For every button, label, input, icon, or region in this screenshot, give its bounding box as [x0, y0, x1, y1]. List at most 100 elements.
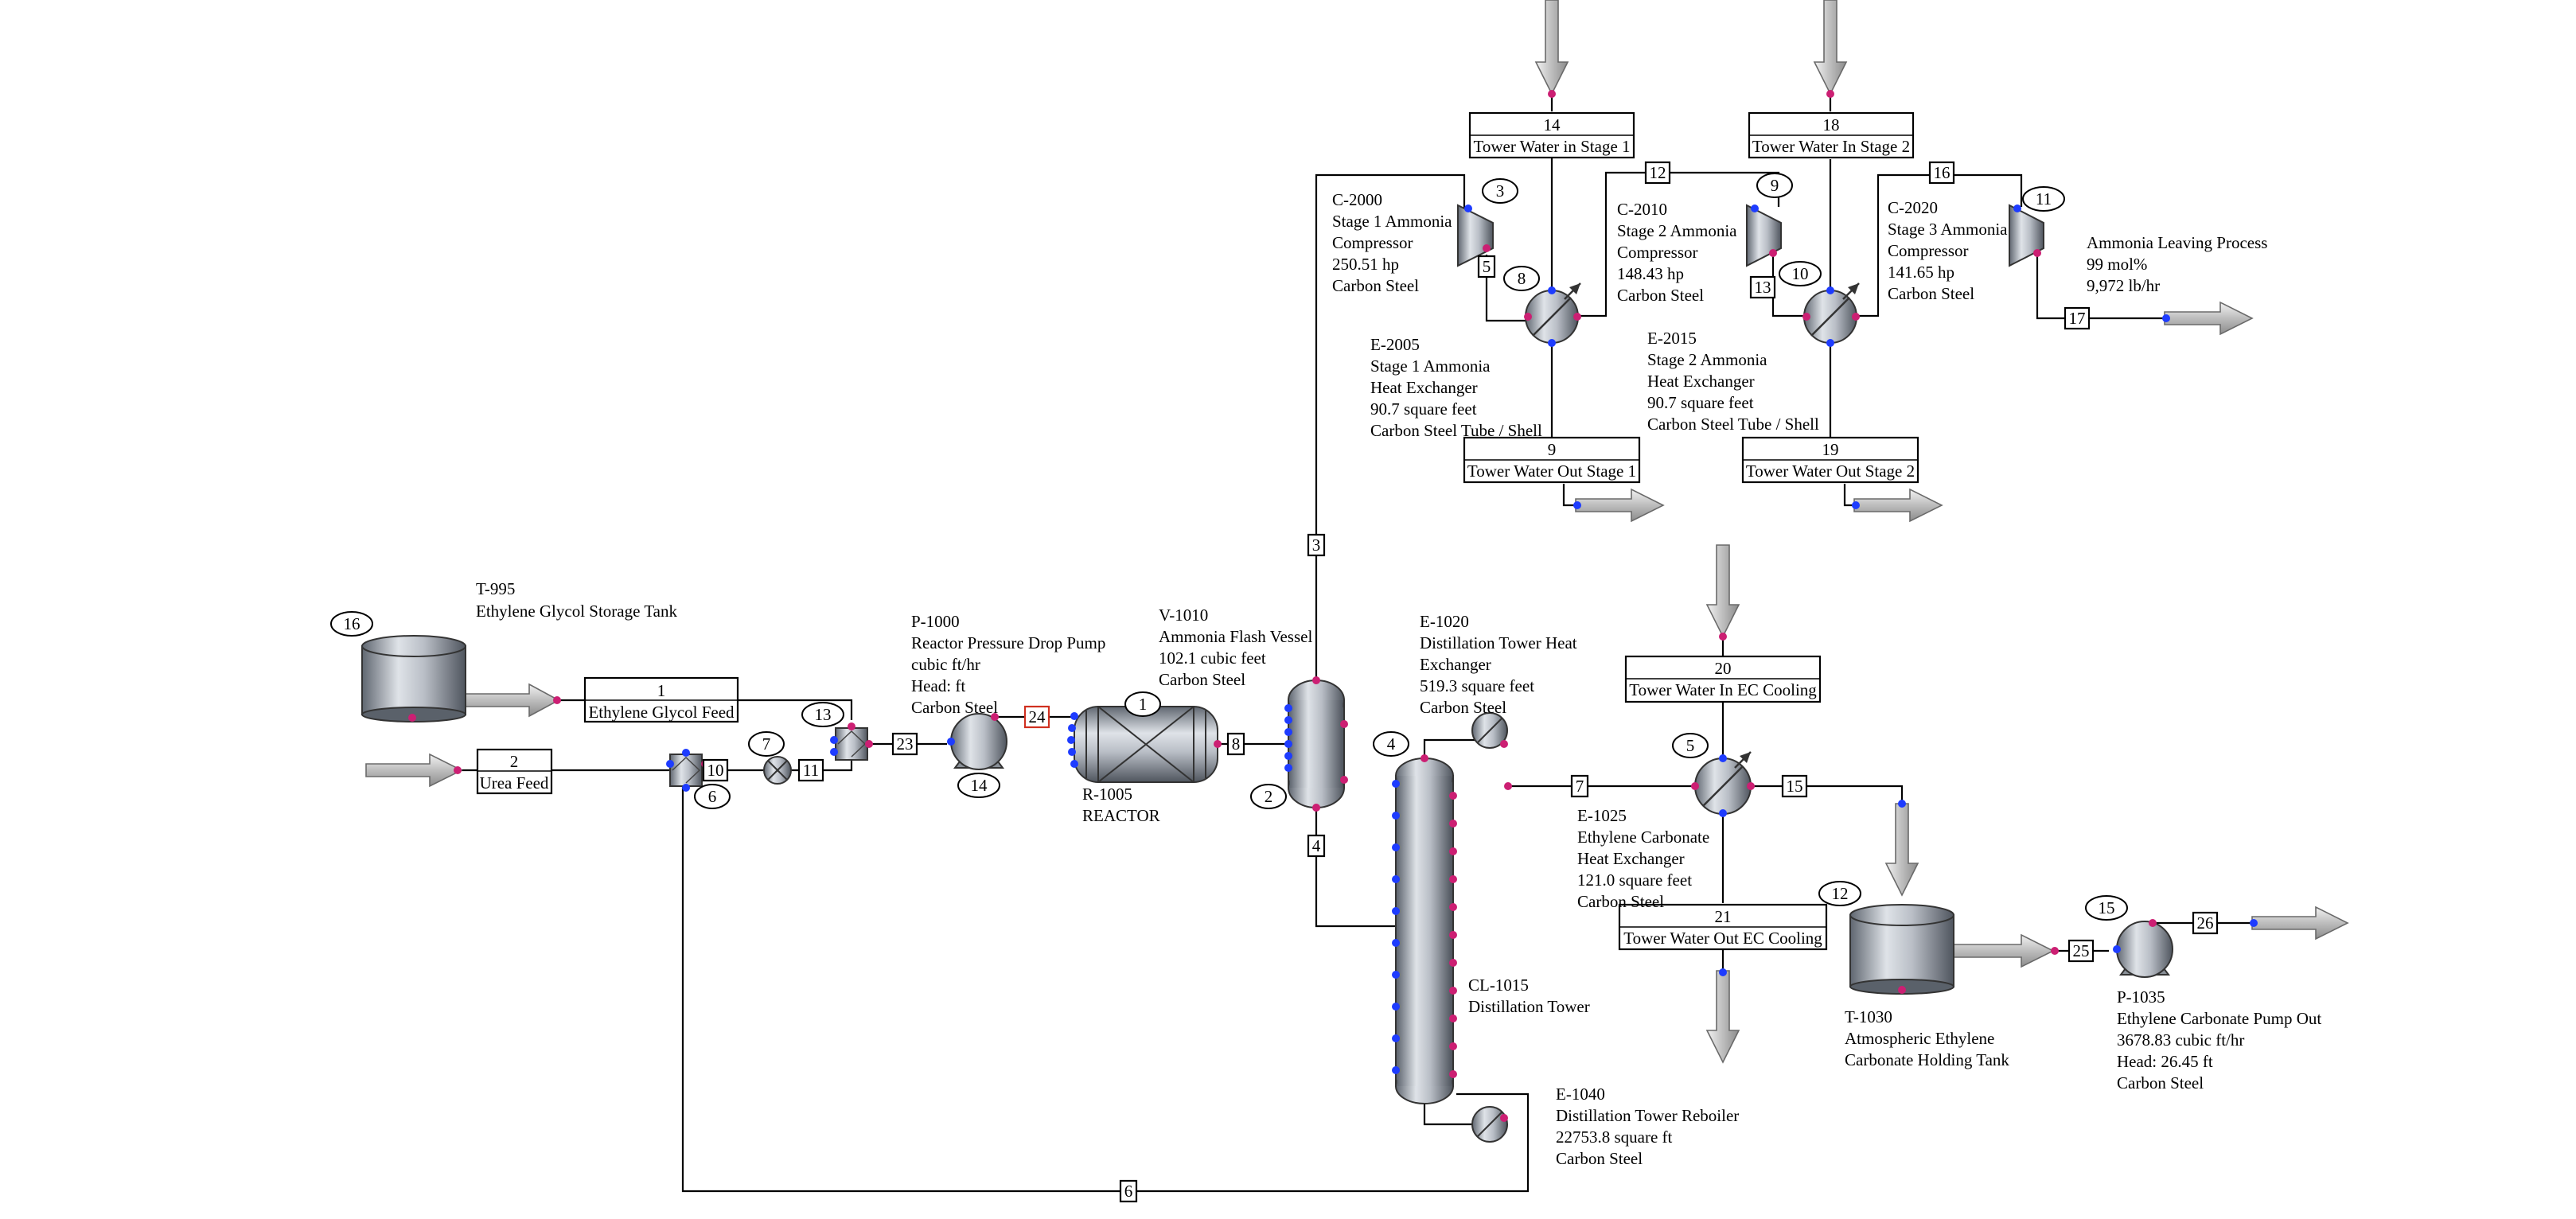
- p1035-label: P-1035 Ethylene Carbonate Pump Out 3678.…: [2117, 987, 2321, 1092]
- svg-text:148.43 hp: 148.43 hp: [1617, 264, 1684, 283]
- stream-1-label[interactable]: 1 Ethylene Glycol Feed: [583, 676, 739, 723]
- stream-13-tag[interactable]: 13: [1749, 275, 1776, 299]
- svg-text:REACTOR: REACTOR: [1082, 806, 1160, 825]
- storage-tank-t995[interactable]: [361, 635, 466, 722]
- ethylene-carbonate-out-arrow: [2251, 905, 2349, 941]
- svg-text:Reactor Pressure Drop Pump: Reactor Pressure Drop Pump: [911, 633, 1105, 652]
- tower-water-in-ec-arrow: [1705, 544, 1740, 638]
- unit-4-tag[interactable]: 4: [1373, 731, 1409, 757]
- stream-3-tag[interactable]: 3: [1307, 533, 1326, 557]
- stream-19-label[interactable]: 19 Tower Water Out Stage 2: [1741, 436, 1919, 484]
- stream-9-label[interactable]: 9 Tower Water Out Stage 1: [1463, 436, 1641, 484]
- holding-tank-out-arrow: [1953, 933, 2055, 968]
- svg-text:C-2010: C-2010: [1617, 200, 1667, 219]
- distillation-tower-cl1015[interactable]: [1395, 757, 1454, 1104]
- unit-5-tag[interactable]: 5: [1672, 733, 1709, 758]
- svg-text:8: 8: [1232, 734, 1241, 754]
- svg-text:Carbon Steel: Carbon Steel: [1420, 698, 1506, 717]
- svg-text:Tower Water Out Stage 2: Tower Water Out Stage 2: [1746, 462, 1915, 481]
- stream-18-label[interactable]: 18 Tower Water In Stage 2: [1748, 111, 1915, 159]
- stream-5-tag[interactable]: 5: [1477, 255, 1496, 278]
- svg-text:21: 21: [1715, 907, 1732, 926]
- svg-text:Carbon Steel: Carbon Steel: [1577, 892, 1664, 911]
- svg-text:22753.8 square ft: 22753.8 square ft: [1556, 1127, 1673, 1147]
- svg-text:Carbon Steel: Carbon Steel: [2117, 1073, 2204, 1092]
- holding-tank-t1030[interactable]: [1849, 904, 1954, 995]
- svg-text:T-1030: T-1030: [1845, 1007, 1892, 1026]
- mixer-6[interactable]: [669, 754, 703, 787]
- t995-label: T-995 Ethylene Glycol Storage Tank: [476, 579, 677, 621]
- stream-6-tag[interactable]: 6: [1119, 1179, 1138, 1203]
- valve-7[interactable]: [763, 756, 792, 785]
- svg-text:2: 2: [1265, 787, 1273, 806]
- tower-water-out-ec-arrow: [1705, 970, 1740, 1064]
- unit-8-tag[interactable]: 8: [1503, 266, 1540, 291]
- ammonia-out-label: Ammonia Leaving Process 99 mol% 9,972 lb…: [2087, 233, 2267, 295]
- svg-text:Distillation Tower: Distillation Tower: [1468, 997, 1590, 1016]
- reactor-r1005[interactable]: [1074, 706, 1218, 783]
- compressor-c2010[interactable]: [1746, 204, 1782, 267]
- stream-12-tag[interactable]: 12: [1644, 161, 1671, 185]
- stream-20-label[interactable]: 20 Tower Water In EC Cooling: [1624, 655, 1822, 703]
- reboiler-e1040[interactable]: [1471, 1106, 1508, 1143]
- stream-15-tag[interactable]: 15: [1781, 774, 1808, 798]
- unit-12-tag[interactable]: 12: [1818, 881, 1861, 906]
- svg-text:cubic ft/hr: cubic ft/hr: [911, 655, 980, 674]
- stream-11-tag[interactable]: 11: [797, 758, 824, 782]
- svg-text:7: 7: [762, 734, 771, 754]
- stream-23-tag[interactable]: 23: [891, 732, 918, 756]
- unit-11-tag[interactable]: 11: [2022, 186, 2065, 212]
- stream-17-tag[interactable]: 17: [2064, 306, 2091, 330]
- svg-text:12: 12: [1832, 884, 1849, 903]
- unit-10-tag[interactable]: 10: [1779, 261, 1822, 286]
- unit-16-tag[interactable]: 16: [330, 611, 373, 637]
- stream-4-tag[interactable]: 4: [1307, 834, 1326, 858]
- svg-text:Head: 26.45 ft: Head: 26.45 ft: [2117, 1052, 2213, 1071]
- mixer-13[interactable]: [835, 727, 868, 761]
- unit-2-tag[interactable]: 2: [1250, 784, 1287, 809]
- pump-p1035[interactable]: [2116, 921, 2173, 978]
- c2010-label: C-2010 Stage 2 Ammonia Compressor 148.43…: [1617, 200, 1737, 305]
- pump-p1000[interactable]: [950, 713, 1007, 770]
- svg-text:1: 1: [1139, 695, 1148, 714]
- svg-text:19: 19: [1822, 440, 1839, 459]
- stream-25-tag[interactable]: 25: [2067, 939, 2095, 963]
- exchanger-e1020[interactable]: [1471, 712, 1508, 749]
- svg-text:E-1040: E-1040: [1556, 1085, 1605, 1104]
- unit-13-tag[interactable]: 13: [801, 702, 844, 727]
- svg-text:10: 10: [1792, 264, 1809, 283]
- stream-26-tag[interactable]: 26: [2192, 911, 2219, 935]
- unit-14-tag[interactable]: 14: [957, 773, 1000, 798]
- svg-text:Ammonia Flash Vessel: Ammonia Flash Vessel: [1159, 627, 1312, 646]
- svg-text:4: 4: [1387, 734, 1396, 754]
- stream-7-tag[interactable]: 7: [1570, 774, 1589, 798]
- svg-text:Atmospheric Ethylene: Atmospheric Ethylene: [1845, 1029, 1994, 1048]
- svg-text:Ethylene Carbonate Pump Out: Ethylene Carbonate Pump Out: [2117, 1009, 2321, 1028]
- stream-21-label[interactable]: 21 Tower Water Out EC Cooling: [1618, 903, 1828, 951]
- unit-3-tag[interactable]: 3: [1482, 178, 1518, 204]
- unit-9-tag[interactable]: 9: [1756, 173, 1793, 198]
- svg-text:Carbon Steel: Carbon Steel: [1888, 284, 1974, 303]
- stream-8-tag[interactable]: 8: [1226, 732, 1245, 756]
- svg-text:23: 23: [897, 734, 914, 754]
- svg-text:14: 14: [1544, 115, 1561, 134]
- svg-text:E-2015: E-2015: [1647, 329, 1697, 348]
- svg-text:Compressor: Compressor: [1332, 233, 1413, 252]
- unit-6-tag[interactable]: 6: [694, 784, 731, 809]
- svg-text:Tower Water In Stage 2: Tower Water In Stage 2: [1752, 137, 1910, 156]
- stream-24-tag[interactable]: 24: [1023, 705, 1050, 729]
- svg-text:C-2000: C-2000: [1332, 190, 1382, 209]
- svg-text:Heat Exchanger: Heat Exchanger: [1647, 372, 1755, 391]
- svg-text:Ethylene Glycol Storage Tank: Ethylene Glycol Storage Tank: [476, 602, 677, 621]
- p1000-label: P-1000 Reactor Pressure Drop Pump cubic …: [911, 612, 1105, 717]
- v1010-label: V-1010 Ammonia Flash Vessel 102.1 cubic …: [1159, 606, 1312, 689]
- stream-2-label[interactable]: 2 Urea Feed: [476, 748, 553, 795]
- unit-1-tag[interactable]: 1: [1124, 691, 1161, 717]
- unit-7-tag[interactable]: 7: [748, 731, 785, 757]
- flash-vessel-v1010[interactable]: [1288, 680, 1345, 808]
- stream-10-tag[interactable]: 10: [702, 758, 729, 782]
- unit-15-tag[interactable]: 15: [2085, 895, 2128, 921]
- stream-14-label[interactable]: 14 Tower Water in Stage 1: [1468, 111, 1635, 159]
- stream-16-tag[interactable]: 16: [1928, 161, 1955, 185]
